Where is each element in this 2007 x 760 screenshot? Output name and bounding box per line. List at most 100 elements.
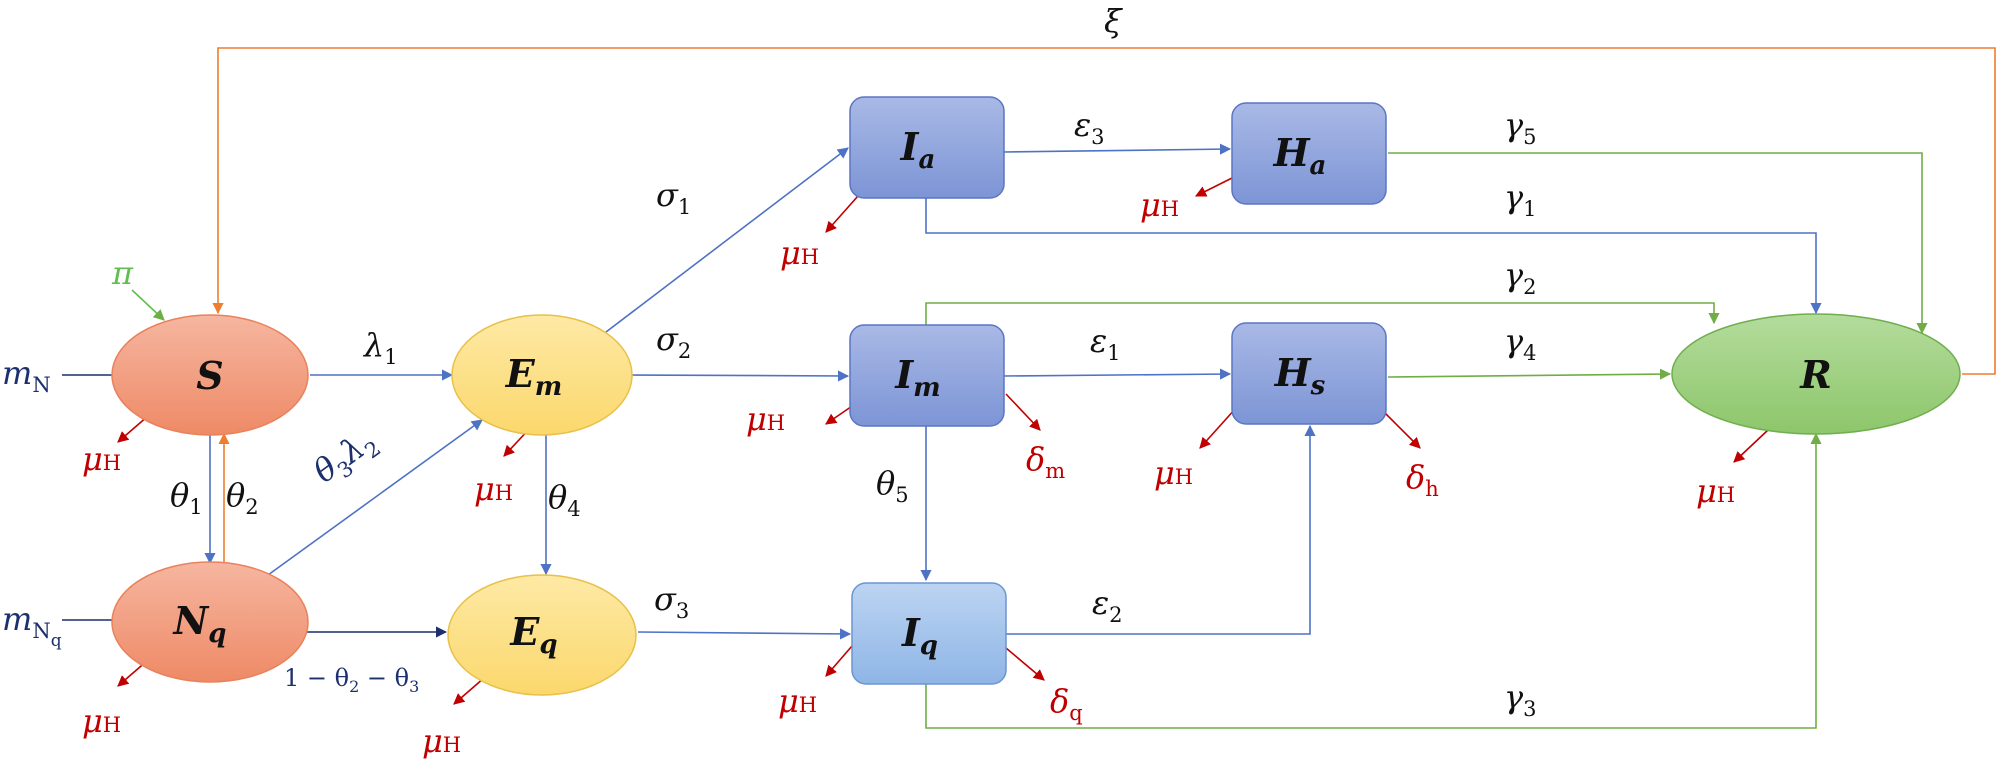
svg-text:μH: μH [474, 470, 513, 508]
node-s-shape [111, 314, 309, 436]
svg-text:λ1: λ1 [362, 326, 398, 369]
svg-text:Ha: Ha [1273, 130, 1327, 181]
label-mnq-subsub: q [51, 631, 62, 651]
svg-text:μH: μH [82, 440, 121, 478]
node-eq-subscript: q [539, 630, 557, 660]
label-one-minus-sub2: 2 [349, 677, 359, 696]
node-ia: Ia [849, 96, 1005, 199]
label-gamma5: γ [1504, 106, 1524, 144]
svg-text:Im: Im [894, 352, 940, 403]
svg-text:Ia: Ia [900, 124, 936, 175]
svg-text:mN: mN [2, 354, 51, 397]
mu-ha: μ [1140, 186, 1161, 224]
arrow-im-to-r [925, 302, 1720, 326]
svg-text:R: R [1799, 352, 1832, 397]
svg-text:μH: μH [1696, 472, 1735, 510]
svg-text:θ4: θ4 [548, 478, 581, 521]
label-gamma2-sub: 2 [1523, 275, 1536, 299]
label-theta2-sub: 2 [245, 495, 258, 519]
label-gamma5-sub: 5 [1523, 125, 1536, 149]
node-iq: Iq [851, 582, 1007, 685]
label-gamma4-sub: 4 [1523, 341, 1536, 365]
label-eps3: ε [1074, 106, 1091, 144]
mu-em-sub: H [495, 481, 513, 505]
death-arrow-ia [825, 195, 859, 233]
mu-nq: μ [82, 702, 103, 740]
node-im-subscript: m [913, 373, 941, 403]
node-r-label: R [1799, 352, 1832, 397]
svg-text:μH: μH [1154, 454, 1193, 492]
node-em-label: E [505, 351, 536, 396]
label-one-minus-sub3: 3 [409, 677, 419, 696]
node-nq-shape [111, 561, 309, 683]
arrow-ha-to-r [1388, 152, 1928, 335]
label-mn-sub: N [32, 373, 50, 397]
node-ha-subscript: a [1310, 151, 1327, 181]
mu-iq: μ [778, 682, 799, 720]
node-ia-subscript: a [918, 145, 935, 175]
node-em-subscript: m [535, 372, 563, 402]
label-theta5: θ [876, 464, 895, 502]
label-theta5-sub: 5 [895, 483, 908, 507]
label-theta1-sub: 1 [189, 495, 202, 519]
mu-em: μ [474, 470, 495, 508]
label-gamma1: γ [1504, 178, 1524, 216]
node-hs-subscript: s [1310, 371, 1326, 401]
death-arrow-r [1733, 429, 1769, 463]
node-im-label: I [894, 352, 914, 397]
svg-text:σ3: σ3 [654, 580, 689, 623]
svg-text:σ1: σ1 [656, 176, 691, 219]
label-eps2: ε [1092, 584, 1109, 622]
node-ha-label: H [1273, 130, 1311, 175]
svg-text:Eq: Eq [509, 609, 557, 660]
node-nq-subscript: q [208, 619, 226, 649]
label-mnq: m [2, 600, 32, 638]
svg-text:σ2: σ2 [656, 320, 691, 363]
mu-im-sub: H [767, 411, 785, 435]
death-arrow-ha [1194, 177, 1233, 197]
label-theta4-sub: 4 [567, 497, 580, 521]
death-arrow-iq [825, 645, 853, 677]
svg-text:μH: μH [422, 722, 461, 760]
arrow-ia-to-r [925, 198, 1822, 315]
delta-q-sub: q [1069, 701, 1082, 725]
svg-text:γ1: γ1 [1504, 178, 1537, 221]
delta-h-sub: h [1425, 477, 1439, 501]
delta-q: δ [1050, 682, 1069, 720]
node-nq-label: N [173, 598, 210, 643]
svg-text:1 − θ2 − θ3: 1 − θ2 − θ3 [284, 664, 419, 696]
svg-text:θ5: θ5 [876, 464, 909, 507]
mu-s-sub: H [103, 451, 121, 475]
svg-text:ε3: ε3 [1074, 106, 1105, 149]
mu-eq-sub: H [443, 733, 461, 757]
disease-death-arrow-iq [1005, 647, 1045, 681]
node-im: Im [849, 324, 1005, 427]
label-gamma1-sub: 1 [1523, 197, 1536, 221]
label-mnq-sub: N [32, 619, 50, 643]
label-theta2: θ [226, 476, 245, 514]
svg-text:Em: Em [505, 351, 562, 402]
death-arrow-s [117, 415, 149, 443]
svg-text:Nq: Nq [173, 598, 227, 649]
arrow-em-to-ia [605, 147, 849, 333]
delta-h: δ [1406, 458, 1425, 496]
svg-text:θ2: θ2 [226, 476, 259, 519]
delta-m-sub: m [1045, 459, 1065, 483]
label-sigma3-sub: 3 [676, 599, 689, 623]
svg-text:Hs: Hs [1274, 350, 1326, 401]
svg-text:μH: μH [746, 400, 785, 438]
svg-text:θ3λ2: θ3λ2 [306, 421, 385, 495]
mu-r: μ [1696, 472, 1717, 510]
label-sigma2-sub: 2 [678, 339, 691, 363]
delta-m: δ [1026, 440, 1045, 478]
svg-text:μH: μH [1140, 186, 1179, 224]
mu-im: μ [746, 400, 767, 438]
mu-hs: μ [1154, 454, 1175, 492]
label-sigma1-sub: 1 [678, 195, 691, 219]
label-one-minus: 1 − θ [284, 664, 349, 692]
svg-text:π: π [111, 254, 134, 292]
svg-text:γ2: γ2 [1504, 256, 1537, 299]
node-im-shape [849, 324, 1005, 427]
node-eq-label: E [509, 609, 540, 654]
arrow-ia-to-ha [1003, 143, 1232, 155]
